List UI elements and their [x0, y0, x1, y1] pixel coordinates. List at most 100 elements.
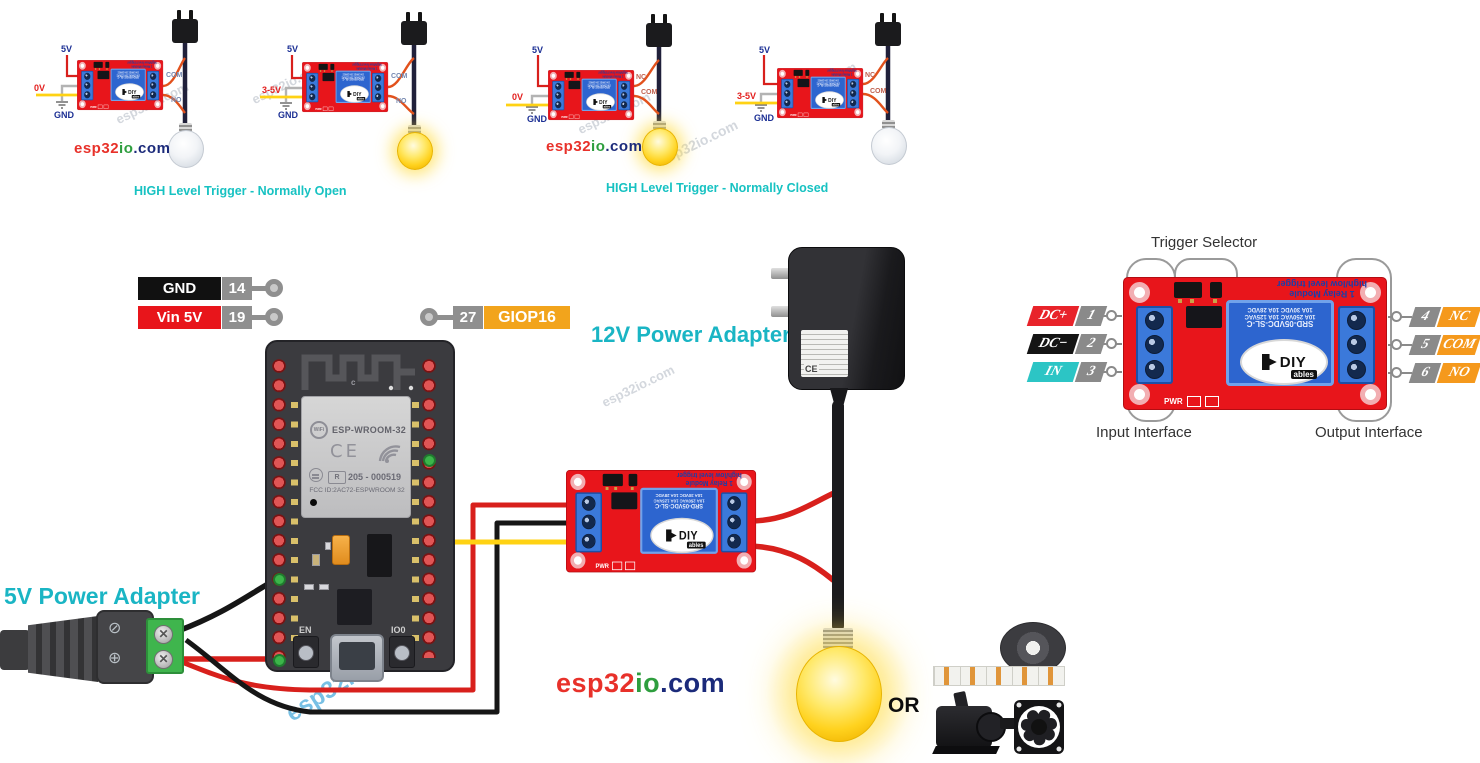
- relay-input-terminal: [575, 492, 602, 553]
- bulb-cap: [179, 123, 192, 132]
- relay-out-wire: [862, 57, 889, 86]
- vcc-label: 5V: [287, 44, 299, 54]
- gnd-pin-number: 14: [222, 277, 252, 300]
- no-num: 6: [1408, 363, 1442, 383]
- bulb-cap: [408, 125, 421, 134]
- com-num: 5: [1408, 335, 1442, 355]
- wifi-badge: WiFi: [310, 421, 328, 439]
- ce-mark-icon: CE: [804, 364, 819, 374]
- dc-minus-tag: DC−: [1026, 334, 1080, 354]
- vcc-label: 5V: [759, 45, 771, 55]
- relay-pwr-led: PWR: [596, 561, 635, 571]
- out1-label: COM: [391, 73, 408, 80]
- or-label: OR: [888, 694, 920, 717]
- pin-ring: [1106, 338, 1117, 349]
- gnd-label: GND: [527, 114, 547, 124]
- relay-output-terminal: [618, 80, 631, 111]
- out2-label: COM: [641, 89, 658, 96]
- fcc-line: FCC ID:2AC72-ESPWROOM 32: [309, 487, 405, 494]
- relay-output-terminal: [720, 492, 748, 553]
- com-tag: COM: [1436, 335, 1480, 355]
- io0-button: [389, 636, 415, 668]
- relay-input-terminal: [1136, 306, 1173, 384]
- r-certification: R: [328, 471, 346, 484]
- en-button: [293, 636, 319, 668]
- relay-input-terminal: [306, 72, 319, 103]
- gnd-label: GND: [54, 110, 74, 120]
- plug: [172, 10, 198, 43]
- vcc-label: 5V: [61, 44, 73, 54]
- gpio-pin-connected: [422, 454, 436, 467]
- relay-jumper: [602, 472, 643, 491]
- voltage-regulator: [367, 534, 392, 577]
- pin-ring: [265, 279, 283, 297]
- relay-pwr-led: PWR: [790, 112, 809, 117]
- signal-label: 0V: [512, 92, 524, 102]
- relay-output-terminal: [847, 78, 860, 109]
- led-strip-reel: [1000, 622, 1066, 674]
- adapter-label: CE: [801, 330, 848, 377]
- pin-header-right: [421, 356, 437, 658]
- relay-input-terminal: [781, 78, 794, 109]
- vin-pin-connected: [272, 654, 286, 667]
- esp32io-logo: esp32io.com: [556, 668, 726, 698]
- pin-ring: [1391, 311, 1402, 322]
- vcc-label: 5V: [532, 45, 544, 55]
- gpio-box: GIOP16: [484, 306, 570, 329]
- module-serial: 205 - 000519: [348, 472, 402, 482]
- pin-ring: [265, 308, 283, 326]
- dc-minus-num: 2: [1074, 334, 1108, 354]
- dc-plus-num: 1: [1074, 306, 1108, 326]
- usb-uart-chip: [337, 589, 372, 625]
- signal-label: 3-5V: [262, 85, 282, 95]
- trigger-selector-title: Trigger Selector: [1151, 234, 1258, 251]
- relay-jumper: [564, 71, 583, 80]
- esp32io-logo: esp32io.com: [546, 138, 643, 155]
- relay-jumper: [318, 63, 337, 72]
- pin-ring: [1106, 366, 1117, 377]
- relay-pwr-led: PWR: [561, 114, 580, 119]
- antenna-mark: c: [351, 378, 356, 387]
- watermark: esp32io.com: [599, 361, 677, 410]
- esp-wroom-32-module: WiFi ESP-WROOM-32 CE R 205 - 000519 FCC …: [301, 396, 411, 518]
- bulb-cap: [882, 120, 895, 129]
- relay-optocoupler: [322, 72, 335, 82]
- relay-jumper: [1174, 279, 1230, 303]
- out2-label: NO: [396, 98, 407, 105]
- cert-symbol-icon: [309, 468, 323, 482]
- out2-label: COM: [870, 88, 887, 95]
- no-tag: NO: [1436, 363, 1480, 383]
- relay-output-terminal: [147, 70, 160, 101]
- nc-num: 4: [1408, 307, 1442, 327]
- relay-optocoupler: [1186, 306, 1222, 328]
- signal-label: 3-5V: [737, 91, 757, 101]
- led-strip: [933, 666, 1065, 686]
- pin-header-left: [271, 356, 287, 658]
- capacitor: [332, 535, 350, 565]
- relay-out-wire: [862, 92, 889, 114]
- gpio-pin-number: 27: [453, 306, 483, 329]
- relay-optocoupler: [611, 492, 638, 510]
- en-button-label: EN: [299, 625, 312, 635]
- load-wire-com: [747, 490, 837, 524]
- out1-label: COM: [166, 72, 183, 79]
- gnd-label: GND: [754, 113, 774, 123]
- wifi-arcs-icon: [378, 445, 401, 463]
- load-bulb: [796, 646, 882, 742]
- bulb-cap: [653, 121, 666, 130]
- bulb-cap: [823, 628, 853, 649]
